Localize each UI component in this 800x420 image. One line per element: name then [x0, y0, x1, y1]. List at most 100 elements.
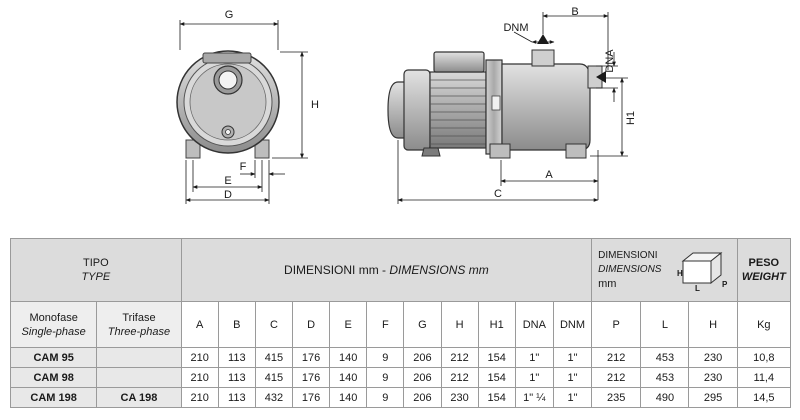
box-p-label: P: [722, 280, 728, 289]
table-cell: 206: [403, 367, 442, 388]
table-row: CAM 95 210 113 415 176 140 9 206 212 154…: [9, 347, 792, 368]
table-cell: 1": [514, 347, 554, 368]
table-cell: 10,8: [736, 347, 792, 368]
table-cell: 154: [477, 367, 516, 388]
model-tri-cell: [96, 347, 182, 368]
dimensioni-label: DIMENSIONI mm -: [284, 263, 390, 277]
table-cell: 415: [254, 367, 294, 388]
table-cell: 113: [217, 347, 256, 368]
dim-label-a: A: [545, 169, 553, 181]
box-h-label: H: [677, 269, 683, 278]
table-cell: 210: [180, 387, 219, 408]
table-cell: 140: [329, 367, 368, 388]
table-cell: 432: [254, 387, 294, 408]
table-cell: 113: [217, 387, 256, 408]
dim-label-f: F: [240, 161, 247, 173]
column-header: A: [180, 301, 219, 348]
model-tri-cell: CA 198: [96, 387, 182, 408]
dim-label-dna: DNA: [604, 49, 616, 73]
dim-label-b: B: [571, 6, 578, 18]
packing-header-cell: DIMENSIONI DIMENSIONS mm H L P: [591, 238, 738, 302]
table-cell: 230: [688, 347, 738, 368]
table-cell: 206: [403, 347, 442, 368]
table-cell: 212: [591, 367, 642, 388]
trifase-header-cell: Trifase Three-phase: [96, 301, 182, 348]
column-header: F: [366, 301, 405, 348]
monofase-header-cell: Monofase Single-phase: [9, 301, 98, 348]
column-header: DNM: [552, 301, 593, 348]
table-cell: 453: [640, 367, 690, 388]
dim-label-d: D: [224, 189, 232, 201]
pump-technical-drawing: G H F E D: [176, 6, 637, 204]
trifase-label: Trifase: [122, 311, 156, 324]
column-header: B: [217, 301, 256, 348]
single-phase-label: Single-phase: [21, 325, 86, 338]
table-row: CAM 198 CA 198 210 113 432 176 140 9 206…: [9, 387, 792, 408]
table-cell: 1": [552, 387, 593, 408]
table-cell: 1": [552, 367, 593, 388]
dnm-arrow-icon: [537, 34, 549, 44]
dna-arrow-icon: [596, 71, 606, 83]
dimensions-header-cell: DIMENSIONI mm - DIMENSIONS mm: [180, 238, 593, 302]
table-cell: 415: [254, 347, 294, 368]
column-header: P: [591, 301, 642, 348]
weight-header-cell: PESO WEIGHT: [736, 238, 792, 302]
box-dimensions-icon: H L P: [677, 251, 728, 293]
table-cell: 490: [640, 387, 690, 408]
table-cell: 154: [477, 347, 516, 368]
table-cell: 140: [329, 347, 368, 368]
table-cell: 11,4: [736, 367, 792, 388]
column-header: L: [640, 301, 690, 348]
table-cell: 9: [366, 347, 405, 368]
tipo-label: TIPO: [82, 257, 109, 269]
table-cell: 1" ¼: [514, 387, 554, 408]
pack-dimensions-label: DIMENSIONS: [598, 264, 662, 275]
table-cell: 176: [291, 387, 331, 408]
peso-label: PESO: [748, 257, 780, 269]
side-view: [387, 49, 603, 159]
table-cell: 1": [552, 347, 593, 368]
column-header: E: [329, 301, 368, 348]
table-cell: 212: [440, 367, 479, 388]
dim-label-e: E: [224, 175, 231, 187]
table-cell: 176: [291, 347, 331, 368]
dim-label-c: C: [494, 188, 502, 200]
monofase-label: Monofase: [29, 311, 78, 324]
three-phase-label: Three-phase: [107, 325, 171, 338]
dimensions-label: DIMENSIONS mm: [389, 263, 489, 277]
table-cell: 230: [688, 367, 738, 388]
table-cell: 295: [688, 387, 738, 408]
dim-label-h: H: [311, 99, 319, 111]
table-cell: 453: [640, 347, 690, 368]
column-header: C: [254, 301, 294, 348]
column-header: DNA: [514, 301, 554, 348]
model-mono-cell: CAM 98: [9, 367, 98, 388]
model-mono-cell: CAM 95: [9, 347, 98, 368]
table-cell: 176: [291, 367, 331, 388]
table-cell: 9: [366, 367, 405, 388]
column-header: G: [403, 301, 442, 348]
front-view: [176, 50, 280, 159]
pack-dimensioni-label: DIMENSIONI: [598, 250, 658, 261]
table-cell: 140: [329, 387, 368, 408]
front-dimensions: [179, 20, 308, 204]
table-cell: 210: [180, 367, 219, 388]
weight-label: WEIGHT: [741, 271, 786, 283]
type-header-cell: TIPO TYPE: [10, 238, 182, 302]
table-cell: 212: [440, 347, 479, 368]
column-header: D: [291, 301, 331, 348]
dimensions-table: TIPO TYPE DIMENSIONI mm - DIMENSIONS mm …: [9, 238, 792, 408]
table-cell: 9: [366, 387, 405, 408]
model-tri-cell: [96, 367, 182, 388]
dim-label-dnm: DNM: [503, 22, 528, 34]
dim-label-h1: H1: [625, 111, 637, 125]
table-cell: 212: [591, 347, 642, 368]
table-cell: 1": [514, 367, 554, 388]
column-header: H: [688, 301, 738, 348]
table-cell: 154: [477, 387, 516, 408]
table-cell: 14,5: [736, 387, 792, 408]
dim-label-g: G: [225, 9, 234, 21]
side-dimensions: [397, 12, 628, 204]
column-header: Kg: [736, 301, 792, 348]
column-header: H1: [477, 301, 516, 348]
